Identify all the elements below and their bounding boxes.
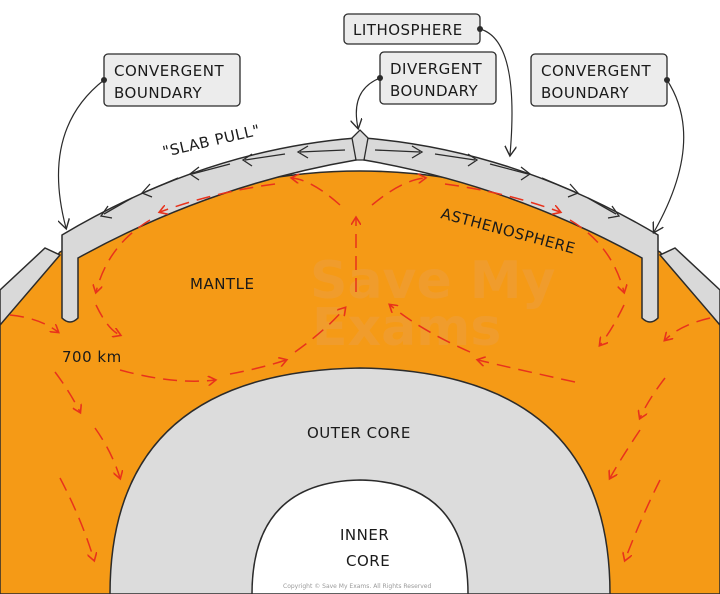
svg-text:DIVERGENT: DIVERGENT [390, 60, 482, 78]
svg-text:Save My: Save My [310, 251, 555, 311]
svg-text:BOUNDARY: BOUNDARY [114, 84, 203, 102]
inner-core [251, 479, 469, 594]
inner-core-label-line2: CORE [346, 552, 390, 570]
svg-text:BOUNDARY: BOUNDARY [390, 82, 479, 100]
svg-text:Exams: Exams [312, 298, 501, 358]
svg-text:CONVERGENT: CONVERGENT [114, 62, 224, 80]
left-crust-wedge [0, 247, 62, 327]
svg-text:CONVERGENT: CONVERGENT [541, 62, 651, 80]
left-plate [61, 137, 357, 323]
convection-arrows [9, 178, 711, 560]
divergent-callout: DIVERGENT BOUNDARY [356, 51, 497, 128]
convergent-right-callout: CONVERGENT BOUNDARY [530, 53, 685, 232]
right-crust-wedge [658, 247, 720, 327]
lithosphere-callout: LITHOSPHERE [343, 13, 512, 155]
convergent-left-callout: CONVERGENT BOUNDARY [57, 53, 241, 228]
svg-text:BOUNDARY: BOUNDARY [541, 84, 630, 102]
ridge-notch [351, 129, 369, 161]
plate-motion-arrows-left [99, 145, 346, 219]
slab-pull-label: "SLAB PULL" [161, 121, 262, 161]
right-plate [363, 137, 659, 323]
plate-motion-arrows-right [374, 145, 621, 219]
depth-label: 700 km [62, 348, 122, 366]
copyright-text: Copyright © Save My Exams. All Rights Re… [283, 583, 432, 590]
svg-text:LITHOSPHERE: LITHOSPHERE [353, 21, 463, 39]
outer-core-label: OUTER CORE [307, 424, 411, 442]
mantle-label: MANTLE [190, 275, 254, 293]
inner-core-label-line1: INNER [340, 526, 389, 544]
